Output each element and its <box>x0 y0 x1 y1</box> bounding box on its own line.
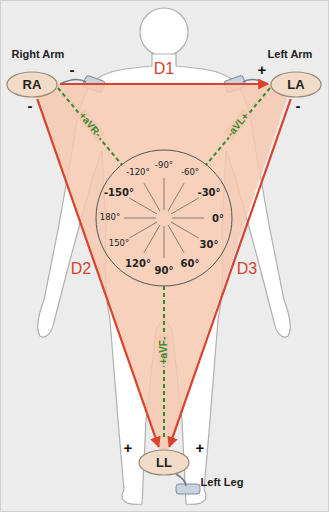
angle-label: 60° <box>181 258 200 269</box>
head <box>140 8 188 56</box>
axis-spoke <box>129 222 157 238</box>
limb-name: Left Leg <box>201 476 244 488</box>
angle-label: 90° <box>155 265 174 276</box>
angle-label: 150° <box>109 239 129 248</box>
augmented-leads <box>58 88 270 440</box>
angle-label: -30° <box>197 187 220 198</box>
axis-spoke <box>124 218 156 219</box>
polarity-sign: + <box>258 62 267 79</box>
angle-label: 120° <box>125 258 151 269</box>
axis-spoke <box>168 225 184 253</box>
axis-spoke <box>171 222 199 238</box>
axis-spoke <box>164 226 165 258</box>
axis-spoke <box>144 183 160 211</box>
axis-spoke <box>168 183 184 211</box>
augmented-lead-label: +aVF- <box>158 334 169 366</box>
lead-arrow <box>37 99 158 447</box>
einthoven-triangle-fill <box>32 84 292 462</box>
angle-label: 180° <box>100 213 120 222</box>
hexaxial-circle <box>96 150 232 286</box>
limb-name: Right Arm <box>12 48 65 60</box>
polarity-sign: - <box>28 98 33 115</box>
lead-arrow <box>169 99 290 447</box>
lead-label: D3 <box>237 260 257 278</box>
polarity-sign: - <box>296 98 301 115</box>
lead-label: D2 <box>71 260 91 278</box>
polarity-sign: + <box>196 440 205 457</box>
lead-arrow <box>60 83 268 85</box>
avl-line <box>206 88 270 165</box>
electrode-ellipse: LL <box>138 449 190 476</box>
angle-label: -60° <box>181 168 199 177</box>
electrode-name: LL <box>156 455 172 470</box>
polarity-sign: + <box>124 440 133 457</box>
lead-label: D1 <box>154 60 174 78</box>
angle-label: -150° <box>104 187 134 198</box>
leg-strap <box>176 484 200 494</box>
axis-spoke <box>129 198 157 214</box>
axis-spoke <box>164 178 165 210</box>
angle-label: 30° <box>200 239 219 250</box>
axis-spoke <box>171 198 199 214</box>
polarity-sign: - <box>70 62 75 79</box>
avr-line <box>58 88 122 165</box>
augmented-lead-label: -aVL+ <box>224 108 253 139</box>
axis-spoke <box>172 218 204 219</box>
axis-spoke <box>144 225 160 253</box>
axis-spokes <box>124 178 204 258</box>
electrode-ellipse: LA <box>270 71 322 98</box>
electrode-wire <box>176 474 186 486</box>
angle-label: 0° <box>212 213 224 224</box>
electrode-ellipse: RA <box>6 71 58 98</box>
angle-label: -120° <box>126 168 150 177</box>
axis-circle <box>96 150 232 286</box>
angle-label: -90° <box>155 161 173 170</box>
augmented-lead-label: +aVR- <box>75 108 104 140</box>
electrode-name: RA <box>23 77 42 92</box>
electrode-name: LA <box>287 77 304 92</box>
limb-name: Left Arm <box>268 48 313 60</box>
